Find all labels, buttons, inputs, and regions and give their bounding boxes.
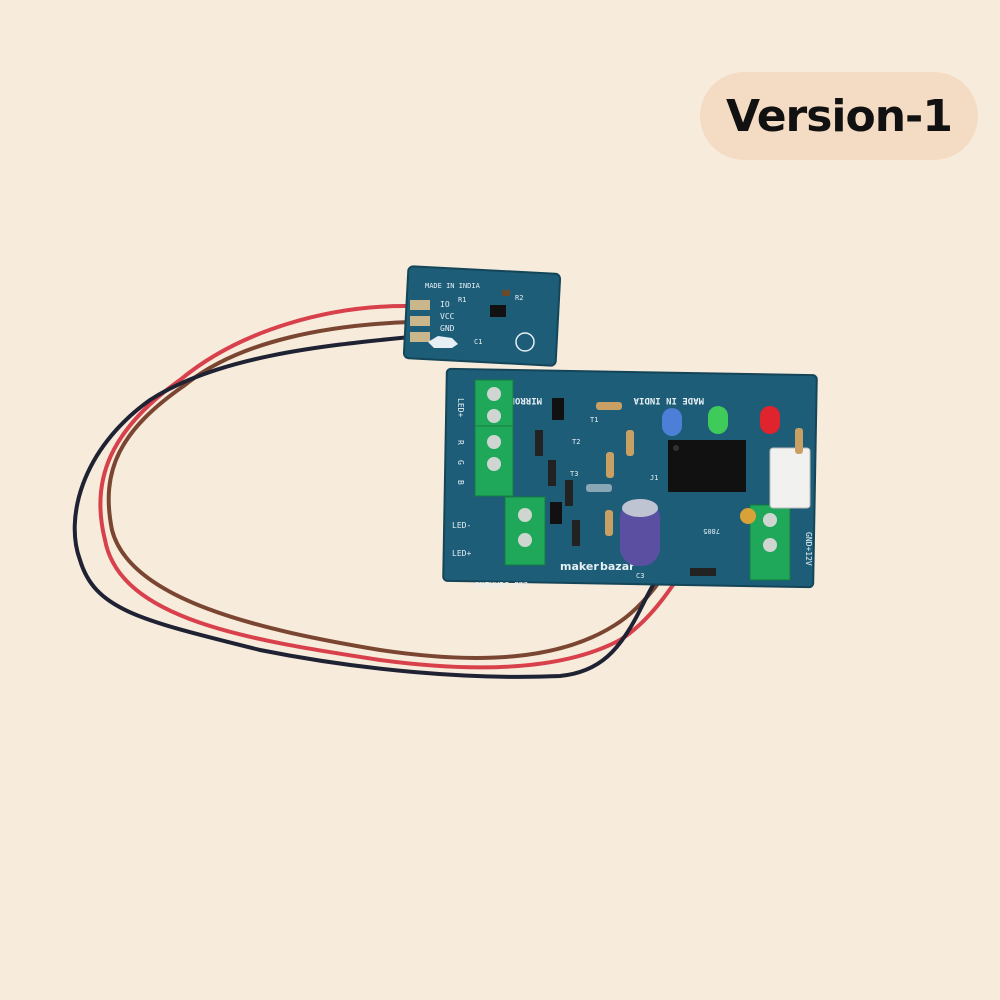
led-red [760,406,780,434]
diode [565,480,573,506]
transistor [552,398,564,420]
resistor [626,430,634,456]
sensor-c1: C1 [474,338,482,346]
resistor [795,428,803,454]
label-j1: J1 [650,474,658,482]
label-led-dimming: LED DIMMING [475,580,528,589]
version-label: Version-1 [726,90,953,142]
ceramic-capacitor [740,508,756,524]
sensor-header-pin [410,316,430,326]
electrolytic-capacitor [620,499,660,566]
sensor-pin-io: IO [440,300,450,309]
diode [535,430,543,456]
label-c3: C3 [636,572,644,580]
resistor [586,484,612,492]
label-b: B [456,480,465,485]
label-7805: 7805 [703,527,720,535]
terminal-block-dimming [504,496,546,566]
label-t2: T2 [572,438,580,446]
sensor-board: MADE IN INDIA IO VCC GND R1 R2 C1 [402,265,562,367]
sensor-pin-vcc: VCC [440,312,455,321]
brand-maker: maker [560,560,599,573]
resistor [606,452,614,478]
title-made-in-india: MADE IN INDIA [633,395,704,405]
sensor-header-pin [410,300,430,310]
transistor [550,502,562,524]
ic-chip [668,440,746,492]
sensor-pin-gnd: GND [440,324,455,333]
sensor-made-in: MADE IN INDIA [425,282,481,290]
wire-connector [769,447,811,509]
diode [690,568,716,576]
label-t3: T3 [570,470,578,478]
lion-logo-icon [428,336,458,348]
label-t1: T1 [590,416,598,424]
led-blue [662,408,682,436]
label-r: R [456,440,465,445]
sensor-resistor [502,290,510,296]
resistor [605,510,613,536]
sensor-header-pin [410,332,430,342]
label-led-plus-dim: LED+ [452,549,471,558]
led-green [708,406,728,434]
terminal-block-power [749,504,791,581]
terminal-block-rgb [474,379,514,497]
controller-board: MIRROR TOUCH MADE IN INDIA LED+ R G B LE… [442,367,818,589]
sensor-r1: R1 [458,296,466,304]
diode [572,520,580,546]
diode [548,460,556,486]
label-g: G [456,460,465,465]
resistor [596,402,622,410]
version-badge: Version-1 [700,72,978,160]
sensor-chip [490,305,506,317]
sensor-logo-icon [515,332,535,352]
label-led-plus: LED+ [456,398,465,417]
brand-bazar: bazar [600,560,635,573]
label-led-minus: LED- [452,521,471,530]
label-power: GND+12V [804,532,813,566]
sensor-r2: R2 [515,294,523,302]
